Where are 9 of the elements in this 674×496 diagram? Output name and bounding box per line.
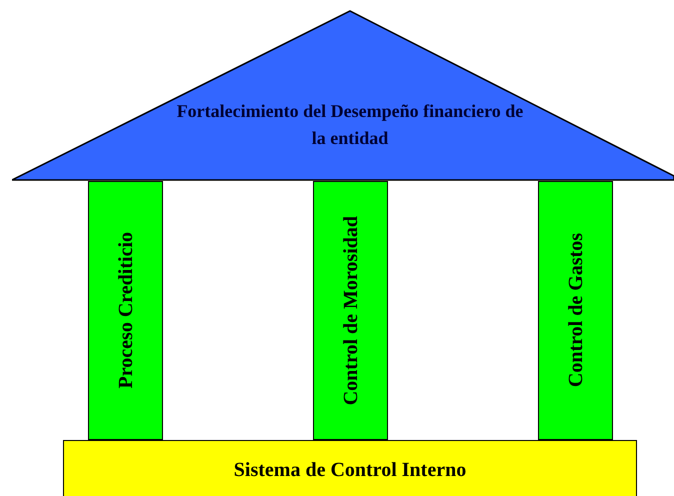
roof-title: Fortalecimiento del Desempeño financiero de la entidad xyxy=(176,101,524,148)
pillar xyxy=(88,181,163,440)
pillar-label: Control de Morosidad xyxy=(338,216,362,406)
foundation-label: Sistema de Control Interno xyxy=(234,458,466,483)
pillar xyxy=(538,181,613,440)
pillar-label: Proceso Crediticio xyxy=(114,232,138,389)
foundation-bar xyxy=(63,440,637,496)
pillar xyxy=(313,181,388,440)
pillar-label: Control de Gastos xyxy=(564,233,588,388)
